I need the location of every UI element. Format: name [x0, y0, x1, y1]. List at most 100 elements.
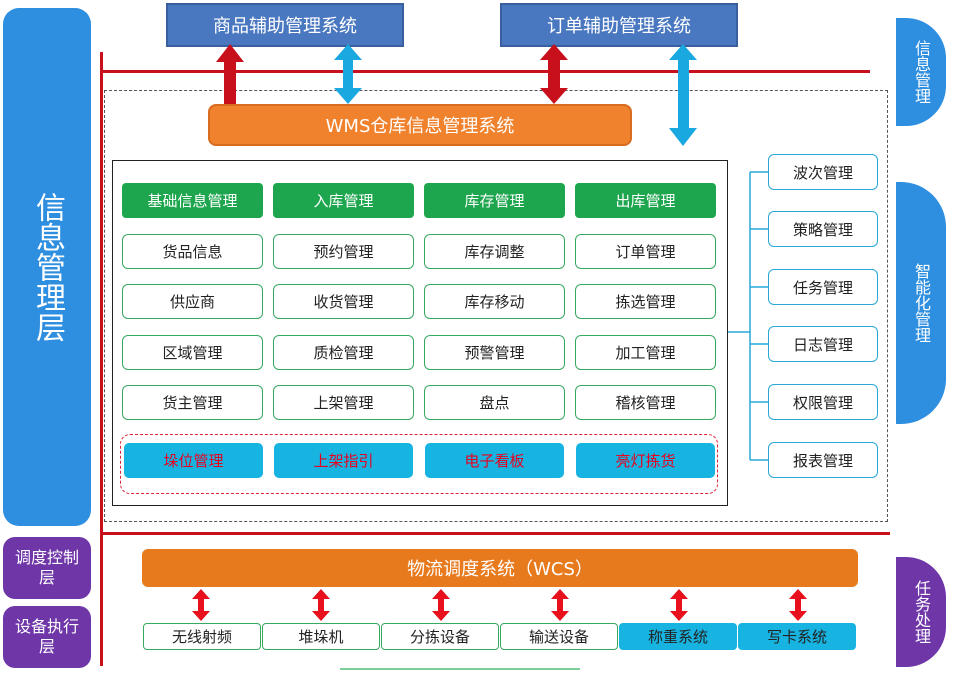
- smart-wave-mgmt: 波次管理: [768, 154, 878, 190]
- smart-mgmt-tab: 智能化管理: [896, 182, 946, 424]
- smart-log-mgmt: 日志管理: [768, 326, 878, 362]
- module-order-mgmt: 订单管理: [575, 234, 716, 269]
- wms-system-label: WMS仓库信息管理系统: [325, 116, 515, 137]
- header-inbound: 入库管理: [273, 183, 414, 218]
- smart-label: 权限管理: [792, 393, 853, 412]
- info-mgmt-label: 信息管理: [912, 40, 931, 104]
- header-inventory-label: 库存管理: [464, 192, 525, 210]
- device-arrow: [312, 589, 330, 621]
- header-inventory: 库存管理: [424, 183, 565, 218]
- module-label: 区域管理: [162, 344, 223, 362]
- top-red-horizontal-line: [100, 70, 870, 73]
- module-label: 稽核管理: [615, 394, 676, 412]
- device-weighing: 称重系统: [619, 623, 737, 650]
- module-label: 预约管理: [313, 243, 374, 261]
- red-double-arrow-right: [540, 44, 568, 104]
- module-stocktake: 盘点: [424, 385, 565, 420]
- module-label: 库存移动: [464, 293, 525, 311]
- module-picking: 拣选管理: [575, 284, 716, 319]
- smart-mgmt-label: 智能化管理: [912, 263, 931, 343]
- device-conveyor: 输送设备: [500, 623, 618, 650]
- module-processing: 加工管理: [575, 335, 716, 370]
- device-layer-label: 设备执行层: [15, 617, 80, 656]
- middle-red-horizontal-line: [100, 532, 890, 535]
- device-stacker: 堆垛机: [262, 623, 380, 650]
- left-red-vertical-line: [100, 52, 103, 666]
- smart-report-mgmt: 报表管理: [768, 442, 878, 478]
- device-label: 称重系统: [647, 628, 708, 646]
- dispatch-layer-label: 调度控制层: [15, 548, 80, 587]
- device-sorter: 分拣设备: [381, 623, 499, 650]
- module-label: 质检管理: [313, 344, 374, 362]
- module-label: 货主管理: [162, 394, 223, 412]
- task-proc-label: 任务处理: [912, 580, 931, 644]
- info-layer-panel: 信息管理层: [3, 8, 91, 526]
- module-stock-move: 库存移动: [424, 284, 565, 319]
- task-proc-tab: 任务处理: [896, 557, 946, 667]
- module-label: 上架指引: [313, 452, 374, 470]
- smart-permission-mgmt: 权限管理: [768, 384, 878, 420]
- device-rfid: 无线射频: [143, 623, 261, 650]
- device-arrow: [551, 589, 569, 621]
- module-appointment: 预约管理: [273, 234, 414, 269]
- device-label: 输送设备: [528, 628, 589, 646]
- module-label: 垛位管理: [163, 452, 224, 470]
- smart-label: 日志管理: [792, 335, 853, 354]
- module-label: 预警管理: [464, 344, 525, 362]
- module-light-picking: 亮灯拣货: [576, 443, 715, 478]
- module-e-board: 电子看板: [425, 443, 564, 478]
- module-label: 订单管理: [615, 243, 676, 261]
- header-outbound-label: 出库管理: [615, 192, 676, 210]
- cyan-double-arrow-left: [334, 44, 362, 104]
- module-area-mgmt: 区域管理: [122, 335, 263, 370]
- wcs-system-bar: 物流调度系统（WCS）: [142, 549, 858, 587]
- module-label: 电子看板: [464, 452, 525, 470]
- device-label: 堆垛机: [298, 628, 344, 646]
- module-stock-adjust: 库存调整: [424, 234, 565, 269]
- header-basic-info-label: 基础信息管理: [147, 192, 238, 210]
- module-receiving: 收货管理: [273, 284, 414, 319]
- module-alert-mgmt: 预警管理: [424, 335, 565, 370]
- wcs-system-label: 物流调度系统（WCS）: [407, 559, 593, 580]
- info-mgmt-tab: 信息管理: [896, 18, 946, 126]
- module-label: 亮灯拣货: [615, 452, 676, 470]
- module-quality-check: 质检管理: [273, 335, 414, 370]
- goods-aux-system-label: 商品辅助管理系统: [213, 16, 357, 37]
- module-goods-info: 货品信息: [122, 234, 263, 269]
- header-basic-info: 基础信息管理: [122, 183, 263, 218]
- info-layer-label: 信息管理层: [30, 192, 65, 342]
- device-arrow: [432, 589, 450, 621]
- smart-label: 策略管理: [792, 220, 853, 239]
- module-stack-position: 垛位管理: [124, 443, 263, 478]
- dispatch-layer-panel: 调度控制层: [3, 537, 91, 599]
- device-arrow: [670, 589, 688, 621]
- device-label: 写卡系统: [766, 628, 827, 646]
- device-card-writer: 写卡系统: [738, 623, 856, 650]
- smart-label: 报表管理: [792, 451, 853, 470]
- module-owner-mgmt: 货主管理: [122, 385, 263, 420]
- device-arrow: [789, 589, 807, 621]
- module-label: 上架管理: [313, 394, 374, 412]
- module-label: 拣选管理: [615, 293, 676, 311]
- header-outbound: 出库管理: [575, 183, 716, 218]
- order-aux-system-label: 订单辅助管理系统: [547, 16, 691, 37]
- module-supplier: 供应商: [122, 284, 263, 319]
- module-label: 供应商: [169, 293, 215, 311]
- highlight-row-dashed-frame: [120, 434, 718, 494]
- bottom-green-line: [340, 668, 580, 670]
- device-arrow: [192, 589, 210, 621]
- cyan-double-arrow-right: [669, 44, 697, 146]
- device-layer-panel: 设备执行层: [3, 606, 91, 668]
- order-aux-system: 订单辅助管理系统: [500, 3, 738, 47]
- module-label: 货品信息: [162, 243, 223, 261]
- module-label: 库存调整: [464, 243, 525, 261]
- module-label: 加工管理: [615, 344, 676, 362]
- module-label: 收货管理: [313, 293, 374, 311]
- info-mgmt-dashed-region: [104, 90, 888, 522]
- smart-label: 波次管理: [792, 163, 853, 182]
- device-label: 分拣设备: [409, 628, 470, 646]
- smart-label: 任务管理: [792, 278, 853, 297]
- module-putaway: 上架管理: [273, 385, 414, 420]
